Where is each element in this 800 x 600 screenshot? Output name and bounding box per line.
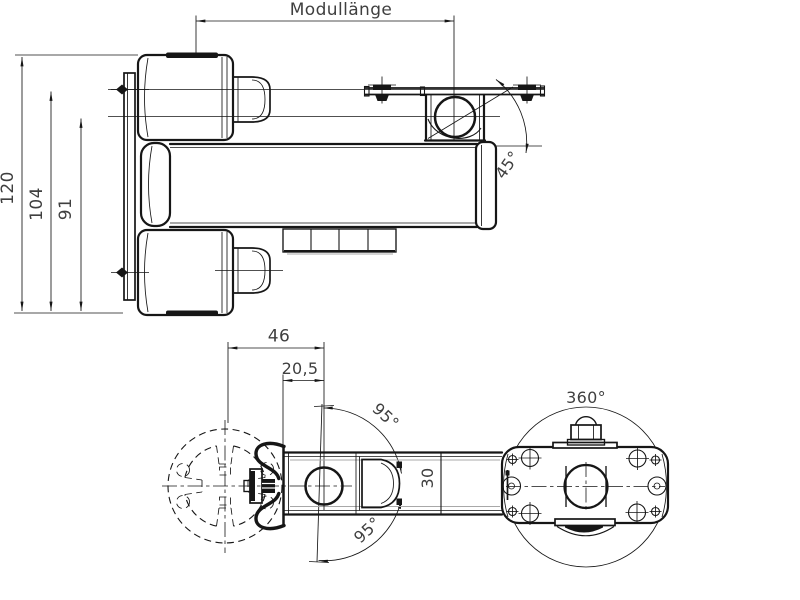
module-clamp-bottom (136, 228, 283, 317)
dim-module-length: Modullänge (195, 0, 455, 141)
swivel-arm: 30 (282, 445, 504, 527)
pivot-bracket (423, 93, 487, 142)
dim-104-label: 104 (27, 187, 47, 221)
dim-360-label: 360° (566, 388, 606, 407)
top-view: 46 20,5 95° 95° (162, 327, 670, 568)
clamp-jaw-lower (254, 491, 286, 531)
clamp-jaw-upper (254, 441, 286, 481)
plate-tab-bottom (554, 518, 616, 527)
profile-clamp (243, 441, 286, 531)
rotary-plate (500, 416, 670, 537)
clamp-knob-bottom (232, 247, 271, 294)
dim-heights: 120 104 91 (0, 54, 138, 314)
mounting-rail (363, 76, 546, 104)
side-view: Modullänge 120 104 91 (0, 0, 546, 317)
mounting-plate (111, 72, 149, 301)
plate-side-bores (501, 476, 667, 496)
profile-cross-section (162, 420, 352, 553)
plate-center-hole (563, 463, 609, 510)
module-length-label: Modullänge (290, 0, 393, 20)
clamp-bolt-shaft (262, 479, 275, 493)
clamp-knob-top (232, 76, 271, 123)
module-end-cap (474, 140, 498, 231)
dim-30-label: 30 (418, 468, 437, 489)
dim-91-label: 91 (56, 198, 76, 220)
washer (566, 438, 606, 446)
plate-screws (518, 446, 649, 525)
dim-120-label: 120 (0, 171, 18, 205)
module-frame-end (139, 141, 172, 228)
plate-top-bolt (566, 416, 606, 446)
dim-46-label: 46 (268, 327, 290, 347)
module-body (168, 140, 498, 231)
module-clamp-top (136, 52, 271, 142)
dim-20-5-label: 20,5 (282, 359, 319, 378)
pivot-bore (433, 95, 477, 139)
plate-screw-bottom (116, 267, 128, 278)
junction-box (282, 228, 397, 255)
rail-screw-left (368, 76, 396, 104)
plate-screw-top (116, 84, 128, 95)
dim-95-lower-label: 95° (350, 513, 384, 547)
rail-screw-right (513, 76, 541, 104)
plate-corner-holes (506, 453, 662, 518)
hex-nut (570, 424, 602, 441)
dim-95-upper-label: 95° (369, 399, 403, 433)
arm-clamp-lever (355, 452, 402, 515)
